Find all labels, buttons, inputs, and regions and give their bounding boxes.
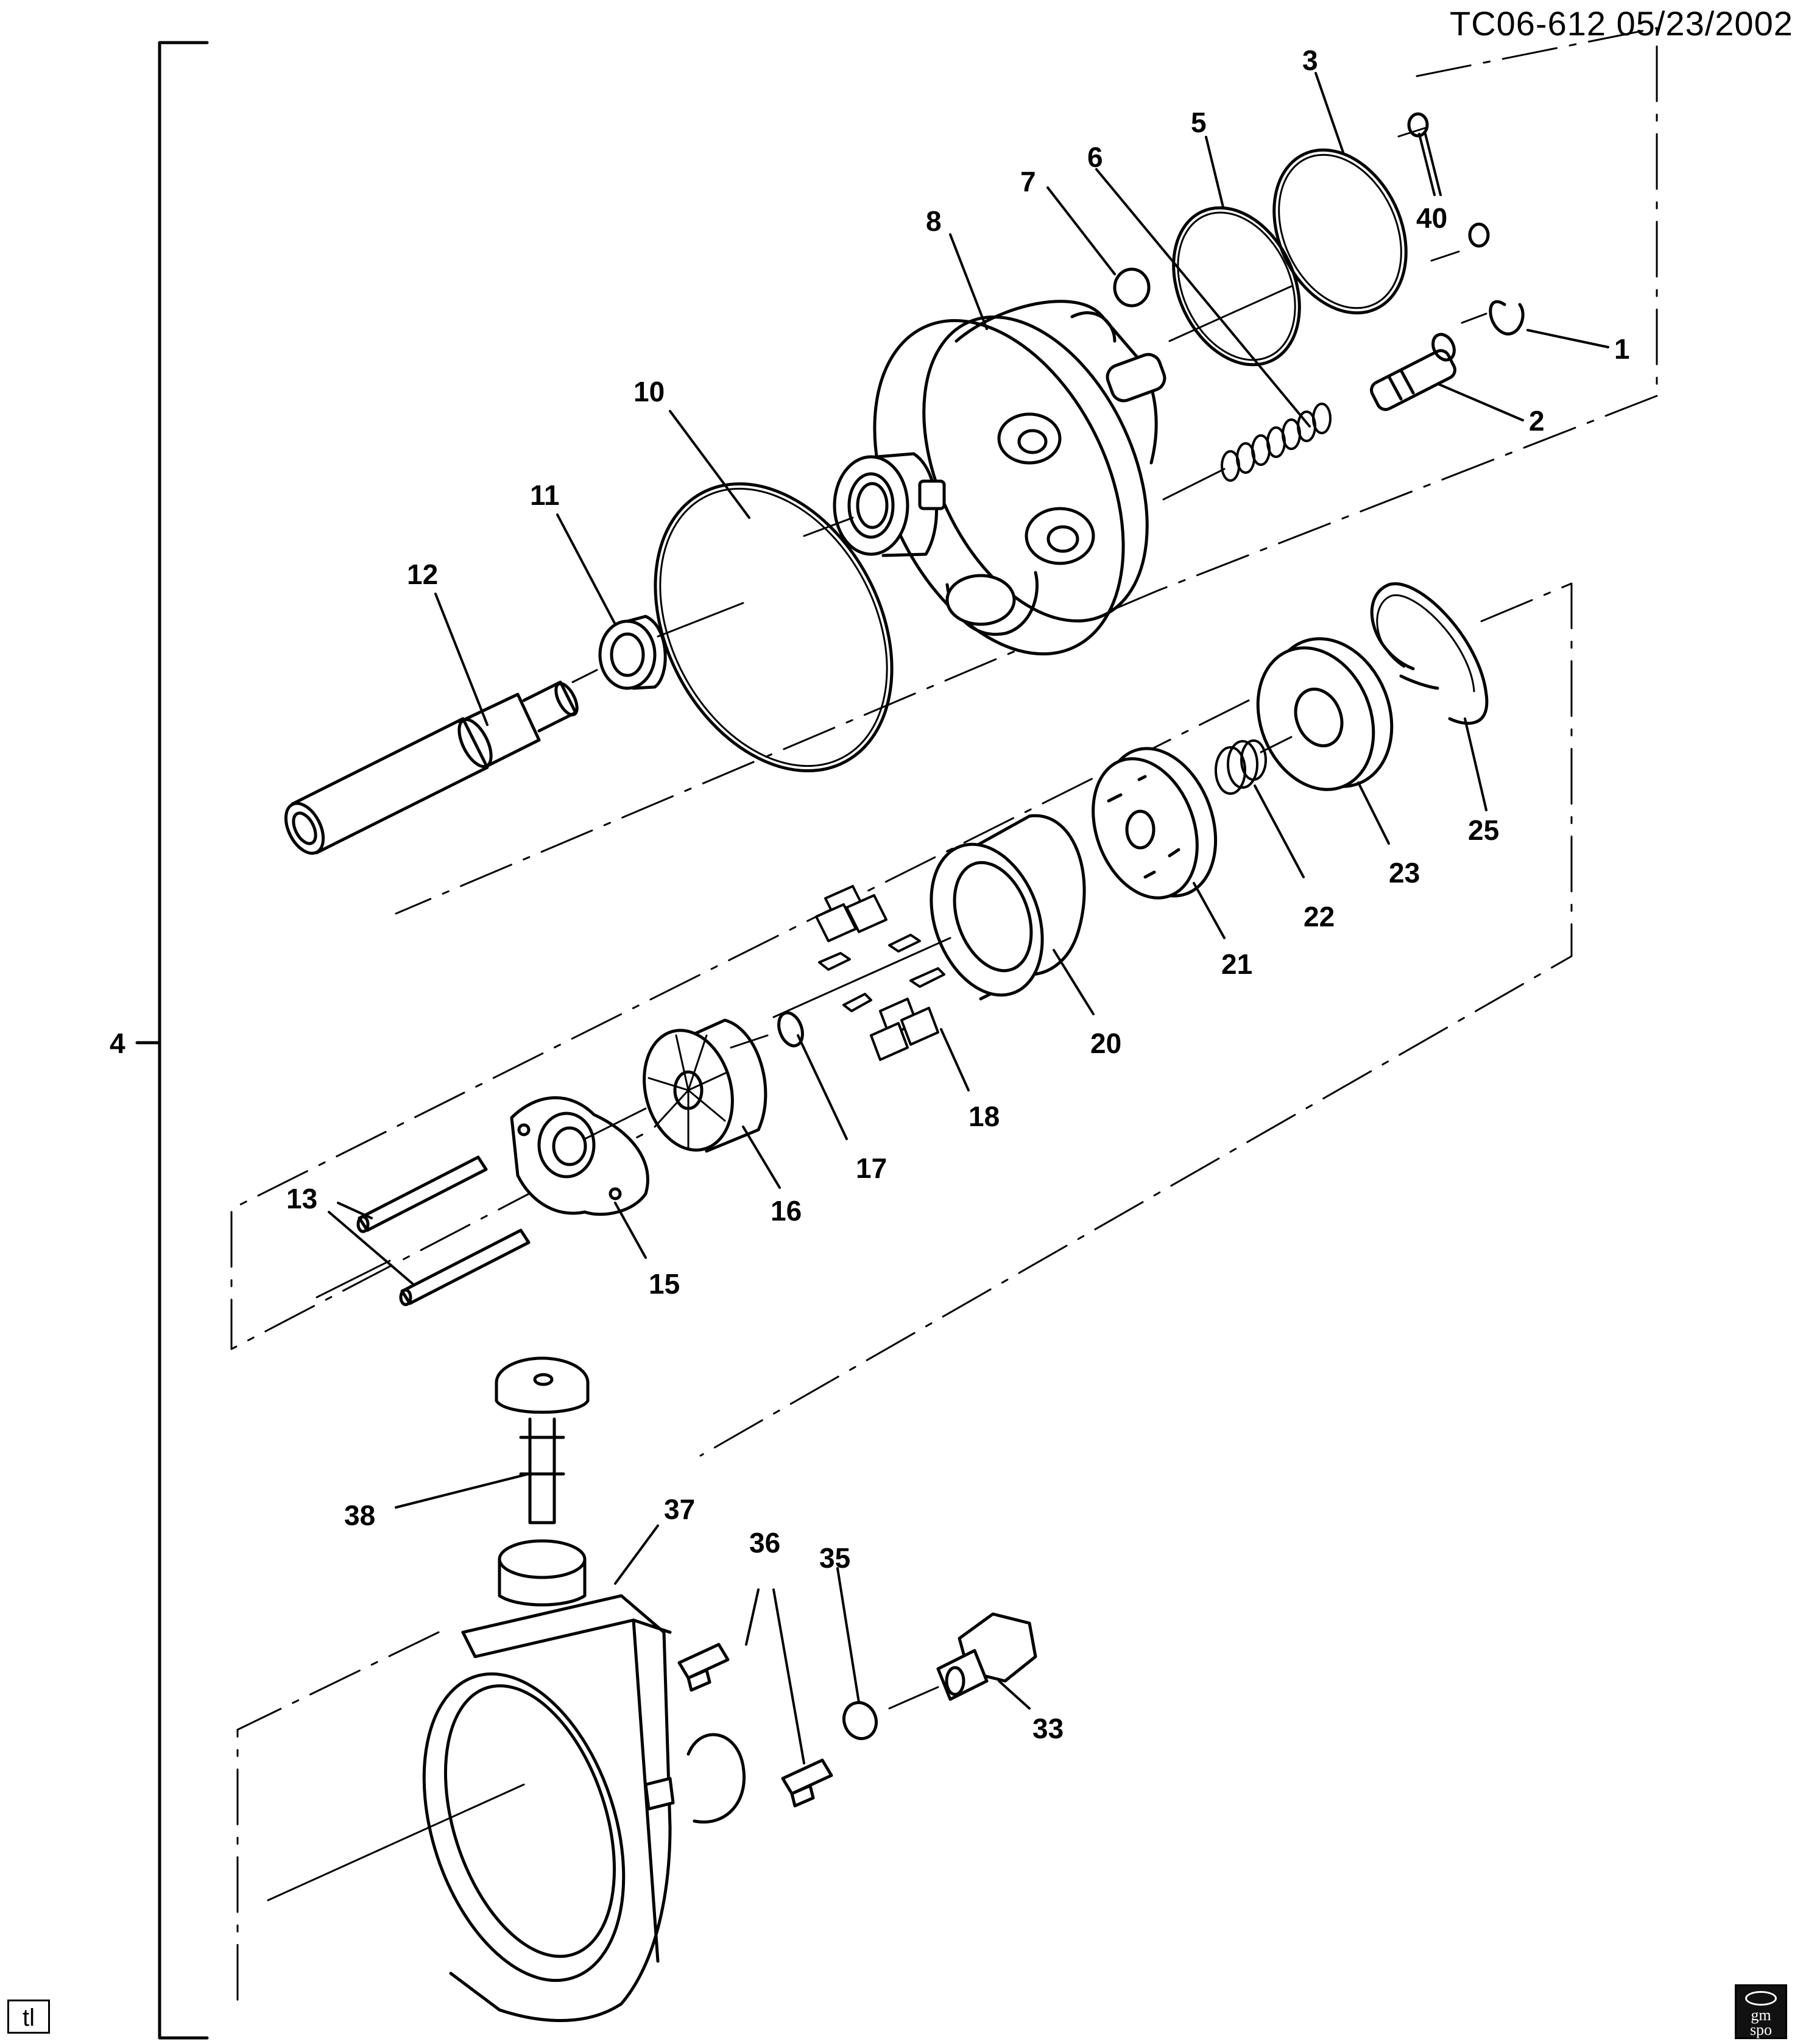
- diagram-id: TC06-612 05/23/2002: [1450, 4, 1793, 43]
- assembly-bracket: [135, 41, 209, 2040]
- part-11-seal: [598, 615, 667, 690]
- part-6-spring: [1221, 403, 1332, 482]
- part-25-retaining-ring-inner: [1376, 594, 1475, 692]
- callout-36: 36: [749, 1527, 781, 1559]
- part-40-o-ring-b: [1468, 222, 1490, 248]
- callout-37: 37: [664, 1493, 696, 1525]
- callout-6: 6: [1087, 141, 1103, 173]
- part-10-large-o-ring-inner: [659, 487, 888, 767]
- callout-25: 25: [1468, 814, 1500, 846]
- part-18-vanes: [815, 885, 945, 1061]
- callout-33: 33: [1032, 1713, 1064, 1744]
- callout-20: 20: [1090, 1027, 1122, 1059]
- part-5-o-ring: [1172, 206, 1301, 367]
- callout-1: 1: [1614, 333, 1630, 365]
- part-5-o-ring-inner: [1177, 211, 1296, 361]
- callout-13: 13: [286, 1183, 318, 1214]
- part-16-rotor: [643, 1018, 767, 1153]
- callout-3: 3: [1302, 44, 1318, 76]
- callout-12: 12: [407, 559, 439, 590]
- callout-38: 38: [344, 1500, 376, 1531]
- leader-lines: [328, 72, 1609, 1764]
- part-13-dowel-pins: [356, 1155, 531, 1306]
- part-7-plug: [1113, 267, 1151, 308]
- callout-2: 2: [1529, 405, 1545, 437]
- part-35-o-ring: [842, 1700, 878, 1741]
- callout-15: 15: [649, 1268, 680, 1300]
- center-lines: [267, 127, 1487, 1901]
- reservoir-group-frame: [236, 1631, 440, 2005]
- logo-oval: [1745, 1991, 1777, 2006]
- callout-8: 8: [926, 205, 942, 237]
- part-3-o-ring: [1272, 148, 1408, 315]
- callout-5: 5: [1191, 107, 1207, 138]
- callout-23: 23: [1389, 857, 1420, 889]
- pump-group-frame: [230, 582, 1573, 1457]
- part-1-snap-ring: [1489, 300, 1525, 336]
- pump-housing: [833, 300, 1166, 656]
- part-10-large-o-ring: [654, 482, 894, 773]
- callout-21: 21: [1221, 948, 1253, 980]
- callout-17: 17: [856, 1152, 887, 1184]
- callout-22: 22: [1304, 901, 1335, 932]
- part-21-thrust-plate: [1092, 747, 1218, 900]
- part-3-o-ring-inner: [1278, 153, 1402, 309]
- part-38-cap-dipstick: [495, 1356, 590, 1524]
- part-22-spring: [1215, 739, 1267, 795]
- callout-16: 16: [771, 1195, 802, 1227]
- callout-35: 35: [819, 1542, 851, 1574]
- tl-badge: tl: [7, 2000, 50, 2034]
- part-17-snap-ring: [777, 1011, 804, 1048]
- part-20-pump-ring: [930, 814, 1086, 1001]
- part-40-o-ring-a: [1407, 112, 1429, 138]
- callout-10: 10: [633, 376, 665, 407]
- part-36-fittings: [677, 1643, 833, 1808]
- callout-7: 7: [1020, 166, 1036, 197]
- callout-40: 40: [1416, 202, 1448, 234]
- part-33-bolt: [936, 1612, 1037, 1701]
- part-2-valve: [1370, 333, 1456, 411]
- callout-18: 18: [969, 1101, 1000, 1132]
- part-12-drive-shaft: [284, 680, 579, 855]
- part-37-reservoir: [422, 1539, 746, 2022]
- callout-4: 4: [110, 1027, 125, 1059]
- part-23-pressure-plate: [1256, 637, 1394, 791]
- part-15-plate: [510, 1096, 649, 1216]
- part-25-retaining-ring: [1370, 582, 1489, 725]
- callout-11: 11: [530, 479, 560, 511]
